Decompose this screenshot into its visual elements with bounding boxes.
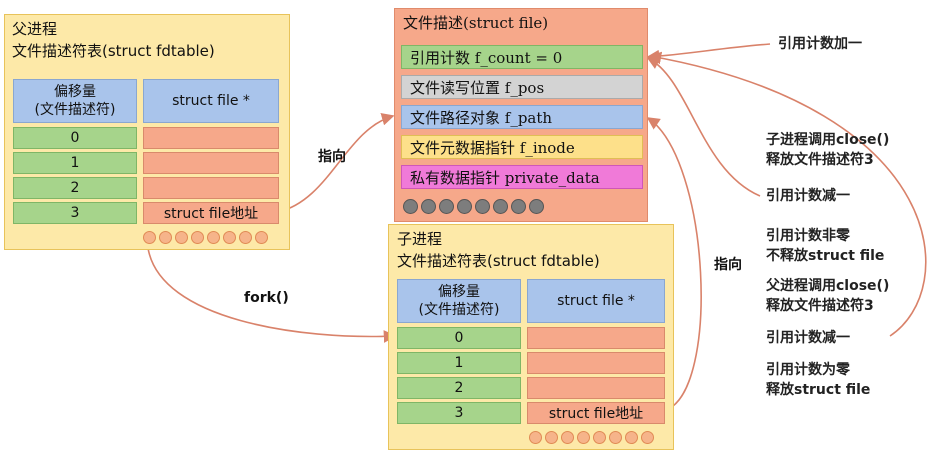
child-ptr-0	[527, 327, 665, 349]
parent-subtitle: 文件描述符表(struct fdtable)	[12, 42, 215, 60]
note-parent-close: 父进程调用close() 释放文件描述符3	[766, 278, 890, 314]
struct-file-more-dots	[403, 199, 544, 214]
note-ref-inc: 引用计数加一	[778, 36, 862, 52]
note-ref-dec1: 引用计数减一	[766, 188, 850, 204]
label-pointer-child: 指向	[714, 257, 742, 273]
parent-header-offset: 偏移量 (文件描述符)	[13, 79, 137, 123]
note-child-close: 子进程调用close() 释放文件描述符3	[766, 132, 890, 168]
field-f-pos: 文件读写位置 f_pos	[401, 75, 643, 99]
child-more-dots	[529, 431, 654, 444]
arrow-ref-inc	[646, 43, 771, 63]
arrow-fork	[147, 247, 397, 343]
parent-ptr-3: struct file地址	[143, 202, 279, 224]
child-title: 子进程	[397, 230, 443, 248]
parent-ptr-0	[143, 127, 279, 149]
parent-ptr-2	[143, 177, 279, 199]
child-ptr-2	[527, 377, 665, 399]
label-pointer-parent: 指向	[318, 149, 346, 165]
child-header-offset: 偏移量 (文件描述符)	[397, 279, 521, 323]
child-header-ptr: struct file *	[527, 279, 665, 323]
child-ptr-3: struct file地址	[527, 402, 665, 424]
field-f-count: 引用计数 f_count = 0	[401, 45, 643, 69]
note-nonzero: 引用计数非零 不释放struct file	[766, 228, 885, 264]
note-zero: 引用计数为零 释放struct file	[766, 362, 871, 398]
arrow-ref-dec2	[648, 51, 927, 337]
child-offset-2: 2	[397, 377, 521, 399]
parent-offset-2: 2	[13, 177, 137, 199]
parent-fdtable-panel: 父进程 文件描述符表(struct fdtable) 偏移量 (文件描述符) s…	[4, 14, 290, 250]
parent-header-ptr: struct file *	[143, 79, 279, 123]
field-f-inode: 文件元数据指针 f_inode	[401, 135, 643, 159]
arrow-child-pointer	[646, 117, 702, 411]
field-private-data: 私有数据指针 private_data	[401, 165, 643, 189]
parent-more-dots	[143, 231, 268, 244]
child-offset-0: 0	[397, 327, 521, 349]
child-offset-1: 1	[397, 352, 521, 374]
child-subtitle: 文件描述符表(struct fdtable)	[397, 252, 600, 270]
parent-title: 父进程	[12, 20, 58, 38]
parent-offset-1: 1	[13, 152, 137, 174]
struct-file-panel: 文件描述(struct file) 引用计数 f_count = 0 文件读写位…	[394, 8, 648, 222]
struct-file-title: 文件描述(struct file)	[403, 14, 549, 32]
child-fdtable-panel: 子进程 文件描述符表(struct fdtable) 偏移量 (文件描述符) s…	[388, 224, 674, 450]
field-f-path: 文件路径对象 f_path	[401, 105, 643, 129]
parent-offset-0: 0	[13, 127, 137, 149]
label-fork: fork()	[244, 290, 289, 306]
arrow-parent-pointer	[277, 113, 395, 213]
child-ptr-1	[527, 352, 665, 374]
parent-offset-3: 3	[13, 202, 137, 224]
arrow-ref-dec1	[646, 57, 761, 197]
parent-ptr-1	[143, 152, 279, 174]
child-offset-3: 3	[397, 402, 521, 424]
note-ref-dec2: 引用计数减一	[766, 330, 850, 346]
